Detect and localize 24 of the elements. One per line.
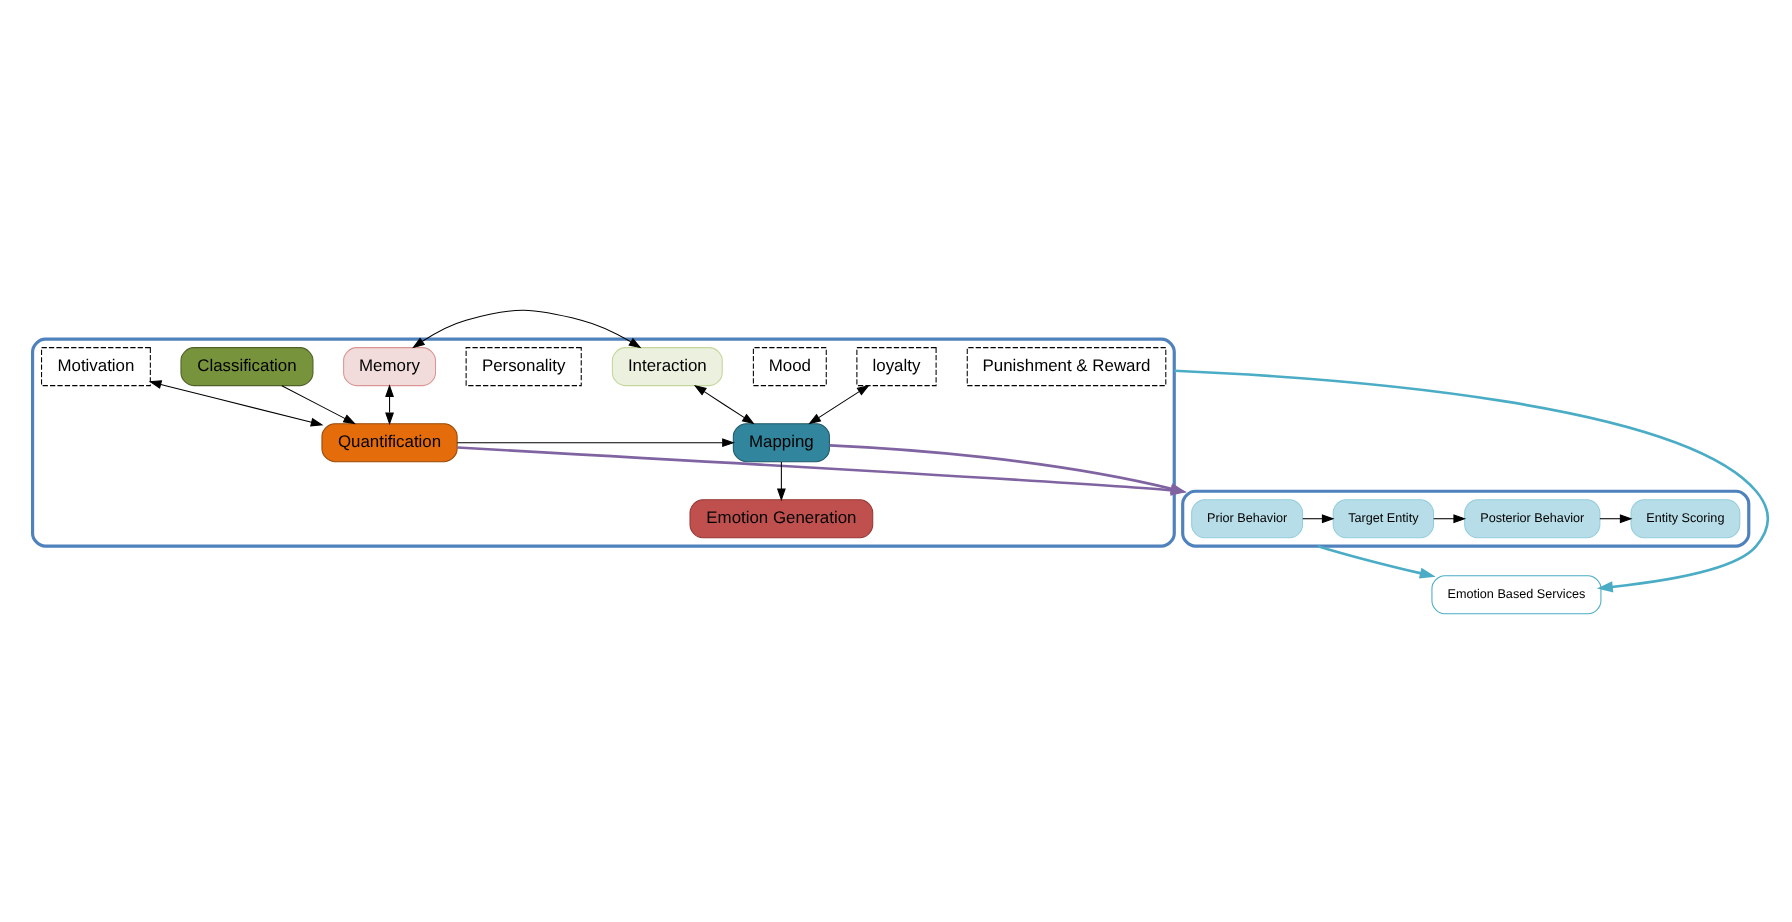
arrow	[776, 460, 786, 501]
arrow	[148, 379, 324, 426]
node-box: Personality	[465, 346, 582, 386]
node-box: Mood	[752, 346, 827, 386]
arrow	[456, 437, 735, 447]
arrow	[693, 383, 755, 424]
node-box: loyalty	[856, 346, 937, 386]
arrow	[281, 384, 356, 424]
node-box: Memory	[343, 346, 436, 386]
arrow	[412, 308, 642, 348]
node-box: Classification	[180, 346, 314, 386]
node-box: Interaction	[611, 346, 723, 386]
node-box: Punishment & Reward	[966, 346, 1167, 386]
cluster	[1181, 488, 1751, 547]
arrow	[1302, 513, 1335, 523]
arrow	[808, 383, 870, 424]
arrow	[1433, 513, 1467, 523]
arrow	[1174, 368, 1769, 592]
node-box: Quantification	[321, 422, 458, 462]
node-box: Motivation	[41, 346, 151, 386]
arrow	[1317, 543, 1436, 578]
arrow	[1599, 513, 1633, 523]
node-box: Emotion Generation	[689, 498, 874, 538]
node-box: Mapping	[732, 422, 830, 462]
